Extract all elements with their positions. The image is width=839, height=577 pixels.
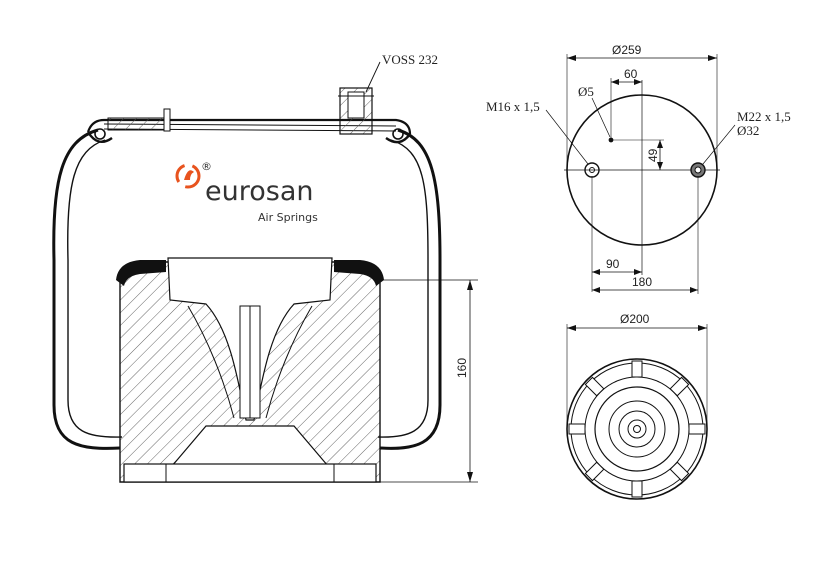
bellows-outline <box>52 128 121 450</box>
brand-registered-mark: ® <box>201 160 212 173</box>
vertical-offset-label: 49 <box>646 148 660 162</box>
brand-tagline: Air Springs <box>258 211 318 224</box>
height-dimension-label: 160 <box>455 358 469 378</box>
piston-ribs <box>568 360 706 498</box>
piston <box>116 257 384 483</box>
top-diameter-label: Ø259 <box>612 43 642 57</box>
bellows-outline-right <box>379 128 442 450</box>
offset-bottom-label: 90 <box>606 257 620 271</box>
bolt-spacing-label: 180 <box>632 275 652 289</box>
bottom-diameter-label: Ø200 <box>620 312 650 326</box>
offset-top-label: 60 <box>624 67 638 81</box>
left-stud-label: M16 x 1,5 <box>486 99 540 114</box>
valve-callout-label: VOSS 232 <box>382 52 438 67</box>
small-hole-label: Ø5 <box>578 84 594 99</box>
valve-fitting <box>338 87 374 135</box>
bottom-view: Ø200 <box>566 312 708 500</box>
top-plate <box>86 87 412 144</box>
brand-name: eurosan <box>205 176 313 207</box>
height-dimension: 160 <box>380 279 478 483</box>
piston-outer-ring <box>566 358 708 500</box>
side-view: VOSS 232 160 <box>52 52 478 483</box>
right-stud-label: M22 x 1,5 <box>737 109 791 124</box>
top-view: Ø259 60 Ø5 M16 x 1,5 M22 x 1,5 Ø32 49 90 <box>486 43 791 294</box>
flame-icon <box>175 163 201 189</box>
right-stud-diameter-label: Ø32 <box>737 123 759 138</box>
brand-logo: ® eurosan Air Springs <box>175 160 318 224</box>
